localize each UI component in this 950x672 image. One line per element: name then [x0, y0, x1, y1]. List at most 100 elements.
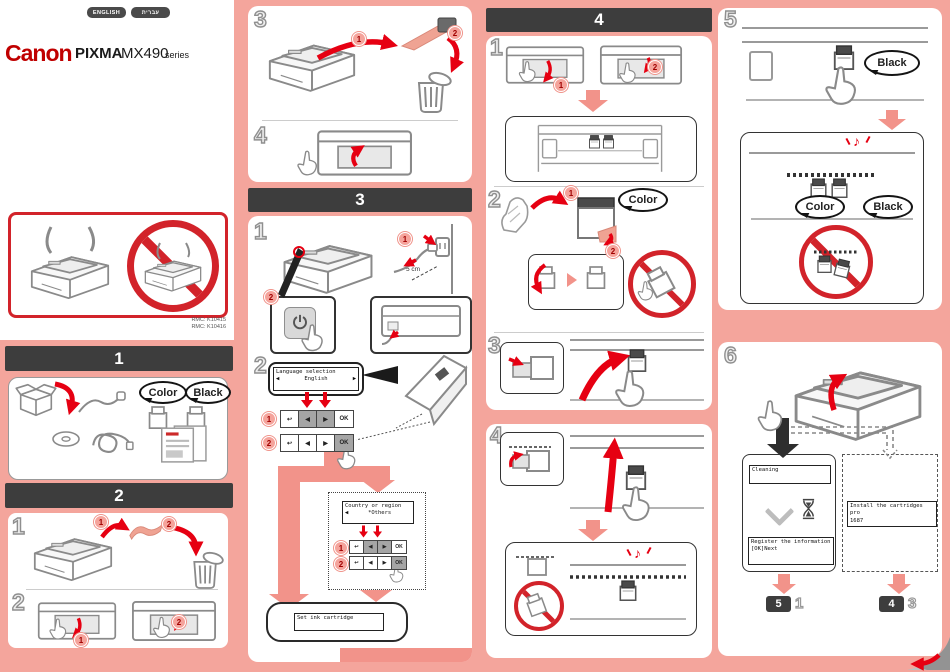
goto-sheet-badge: 5 — [766, 596, 791, 612]
error-flow-box: Install the cartridges pro 1687 — [842, 454, 938, 572]
lcd-right-arrow: ▶ — [352, 376, 356, 383]
top-left-white-area: ENGLISH עברית Canon PIXMA MX490 series R… — [0, 0, 234, 340]
set-ink-cartridge-box: Set ink cartridge — [266, 602, 408, 642]
flow-black-arrowhead — [767, 444, 799, 458]
wait-chevron-icon — [764, 496, 795, 527]
left-button: ◀ — [299, 411, 317, 427]
wrapper-icon — [501, 197, 529, 233]
setup-cd-icon — [52, 431, 80, 447]
page-turn-curl[interactable] — [893, 636, 950, 672]
step-number: 5 — [723, 8, 737, 32]
phone-cable-icon — [92, 432, 134, 454]
flow-bottom-band — [340, 648, 472, 662]
goto-step-number: 1 — [794, 594, 804, 612]
flow-bar — [278, 466, 390, 482]
flow-stem — [886, 110, 898, 119]
printer-carry-illustration — [30, 226, 110, 300]
insert-direction-inset — [500, 342, 564, 394]
country-region-lcd: Country or region ◀ *Others — [342, 501, 414, 524]
left-button: ◀ — [364, 541, 378, 553]
cleaning-lcd: Cleaning — [749, 465, 831, 484]
goto-sheet-badge: 4 — [879, 596, 904, 612]
callout-1: 1 — [94, 515, 108, 529]
close-cover-illustration — [297, 130, 413, 176]
distance-label: 5 cm — [406, 266, 421, 273]
step-number: 2 — [253, 352, 267, 378]
no-tilted-cartridge-icon — [514, 581, 564, 631]
model-wordmark: MX490 — [121, 45, 169, 62]
right-button: ▶ — [378, 541, 392, 553]
callout-2: 2 — [162, 517, 176, 531]
step-number: 3 — [253, 6, 267, 32]
flow-stem — [778, 574, 790, 584]
color-cartridge-illustration — [577, 197, 617, 246]
back-button-icon: ↩ — [350, 541, 364, 553]
trash-can-icon — [193, 550, 224, 589]
power-cord-icon — [78, 391, 126, 413]
flow-arrowhead — [360, 590, 392, 602]
push-up-inset — [500, 432, 564, 486]
press-left-arrow — [359, 525, 368, 538]
step-number: 2 — [487, 186, 501, 212]
flow-stem — [586, 520, 600, 529]
no-carry-icon — [127, 220, 219, 312]
section-1-header: 1 — [5, 346, 233, 371]
callout-2: 2 — [264, 290, 278, 304]
language-button-english[interactable]: ENGLISH — [87, 7, 126, 18]
flow-stem — [586, 90, 600, 100]
back-button-icon: ↩ — [281, 411, 299, 427]
black-cartridge-bubble: Black — [863, 195, 913, 219]
lcd-display-frame: Language selection ◀ English ▶ — [268, 362, 364, 396]
installed-cartridges-illustration — [749, 152, 915, 220]
printer-panel-illustration — [355, 354, 468, 441]
ok-button: OK — [335, 435, 353, 451]
click-direction-illustration — [509, 446, 551, 472]
pixma-wordmark: PIXMA — [75, 45, 123, 62]
callout-2: 2 — [606, 244, 620, 258]
cartridge-icon — [589, 135, 600, 149]
step-number: 6 — [723, 342, 737, 368]
click-sound-icon: ♪ — [853, 133, 860, 149]
series-wordmark: series — [165, 50, 190, 60]
clean-cartridge-icon — [586, 266, 606, 289]
flow-arrowhead — [878, 119, 906, 130]
box-contents-panel: Color Black — [8, 377, 231, 480]
flow-stem — [893, 574, 905, 584]
step-number: 3 — [487, 332, 501, 358]
flow-arrowhead — [578, 529, 608, 541]
power-button-callout — [270, 296, 336, 354]
color-cartridge-bubble: Color — [795, 195, 845, 219]
back-button-icon: ↩ — [281, 435, 299, 451]
language-selection-lcd: Language selection ◀ English ▶ — [273, 367, 359, 391]
step-number: 4 — [253, 122, 267, 148]
tape-removal-box — [528, 254, 624, 310]
next-arrow — [567, 273, 577, 287]
callout-1: 1 — [352, 32, 366, 46]
color-cartridge-bubble: Color — [139, 381, 187, 404]
unwrap-arrow — [530, 190, 569, 210]
flow-arrowhead — [772, 584, 796, 594]
hand-icon — [301, 324, 323, 352]
ok-button: OK — [392, 557, 406, 569]
right-button: ▶ — [378, 557, 392, 569]
flow-left-band — [278, 482, 300, 594]
callout-wedge — [278, 246, 305, 298]
right-button: ▶ — [317, 435, 335, 451]
manuals-icon — [161, 425, 207, 463]
orange-tape-icon — [129, 524, 163, 540]
callout-2: 2 — [262, 436, 276, 450]
click-confirmation-box: ♪ — [505, 542, 697, 636]
set-ink-cartridge-lcd: Set ink cartridge — [294, 613, 384, 631]
left-button: ◀ — [364, 557, 378, 569]
open-door-illustration — [505, 46, 585, 84]
callout-2: 2 — [448, 26, 462, 40]
press-left-arrow — [301, 392, 313, 408]
press-right-arrow — [319, 392, 331, 408]
section-3-panel: 1 1 5 cm 2 — [248, 216, 472, 662]
unpack-arrow — [54, 381, 81, 416]
no-touch-contacts-icon — [628, 250, 696, 318]
aligned-cartridge-icon — [516, 556, 556, 576]
step-number: 1 — [11, 513, 25, 539]
language-button-hebrew[interactable]: עברית — [131, 7, 170, 18]
